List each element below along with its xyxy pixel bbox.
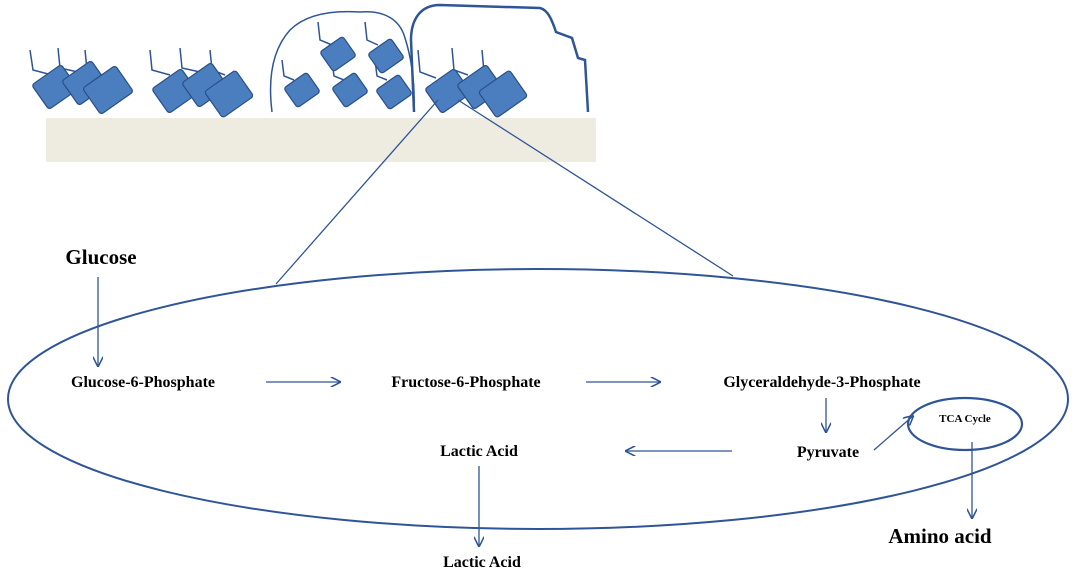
arrow-pyruvate-to-tca xyxy=(873,416,913,451)
bacteria-cluster-2 xyxy=(149,47,254,118)
biofilm-matrix-left xyxy=(269,10,415,113)
zoom-line-right xyxy=(457,99,734,277)
biofilm-matrix-right xyxy=(409,3,590,113)
label-lactic-acid-outer: Lactic Acid xyxy=(443,554,521,571)
bacteria-cluster-1 xyxy=(29,47,133,114)
label-fructose-6-phosphate: Fructose-6-Phosphate xyxy=(391,374,540,391)
label-tca-cycle: TCA Cycle xyxy=(939,413,991,425)
label-lactic-acid-inner: Lactic Acid xyxy=(440,443,518,460)
zoom-line-left xyxy=(275,99,439,285)
label-glucose-6-phosphate: Glucose-6-Phosphate xyxy=(71,374,215,391)
cell-ellipse xyxy=(7,268,1069,530)
bacteria-cluster-3 xyxy=(281,21,412,110)
label-glyceraldehyde-3-phosphate: Glyceraldehyde-3-Phosphate xyxy=(723,374,920,391)
label-amino-acid: Amino acid xyxy=(888,524,992,548)
label-glucose: Glucose xyxy=(65,245,136,269)
bacteria-cluster-4 xyxy=(417,47,528,118)
substrate-surface xyxy=(46,118,596,162)
label-pyruvate: Pyruvate xyxy=(797,444,859,461)
